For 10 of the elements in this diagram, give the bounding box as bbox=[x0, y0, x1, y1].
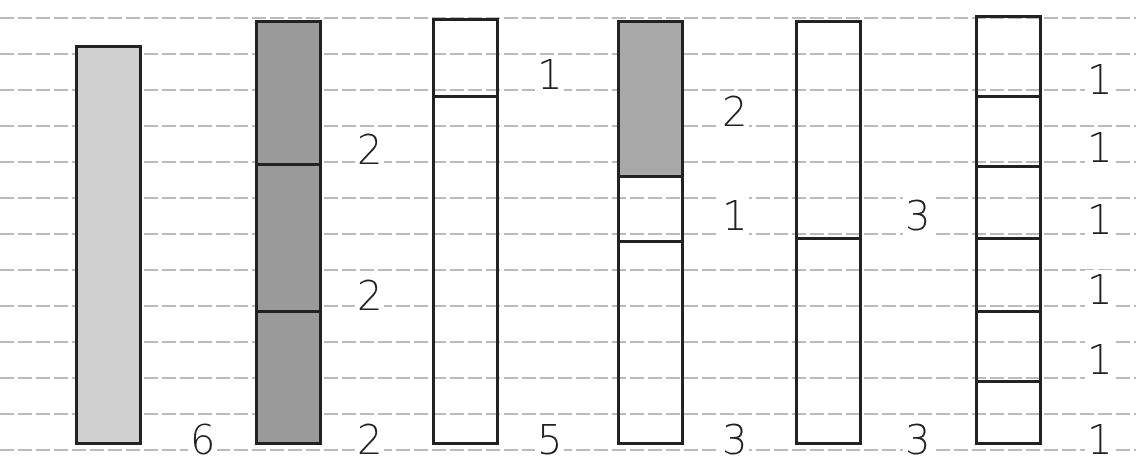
fraction-bar bbox=[432, 18, 499, 445]
fraction-bar bbox=[255, 20, 322, 445]
fraction-number: 1 bbox=[1085, 270, 1115, 310]
fraction-number: 1 bbox=[1085, 340, 1115, 380]
fraction-number: 1 bbox=[720, 196, 750, 236]
fraction-bar bbox=[75, 45, 142, 445]
fraction-number: 3 bbox=[903, 196, 933, 236]
fraction-bar bbox=[795, 20, 862, 445]
fraction-bar bbox=[617, 20, 684, 445]
fraction-bar bbox=[975, 15, 1042, 445]
